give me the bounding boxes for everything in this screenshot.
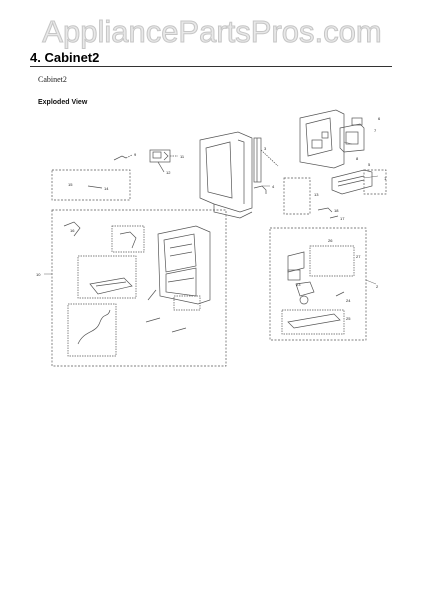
part-duct-assembly	[331, 169, 373, 195]
callout-16: 16	[70, 228, 75, 233]
part-module	[287, 269, 301, 281]
part-shelf-tray	[89, 277, 133, 295]
part-clip-top-left	[113, 154, 133, 161]
part-fan	[299, 295, 309, 305]
callout-4: 4	[272, 184, 275, 189]
callout-12: 12	[166, 170, 171, 175]
part-small-clip-17	[329, 215, 339, 219]
part-rod-a	[147, 289, 157, 301]
part-sensor-bracket	[119, 231, 137, 249]
part-rod-c	[171, 327, 187, 333]
callout-7: 7	[374, 128, 377, 133]
group-box-1	[363, 169, 387, 195]
group-box-25	[281, 309, 345, 335]
part-rear-panel	[299, 109, 345, 169]
part-fan-cover	[287, 251, 305, 273]
callout-11: 11	[180, 154, 185, 159]
callout-23: 23	[296, 282, 301, 287]
callout-18: 18	[334, 208, 339, 213]
section-subtitle: Cabinet2	[38, 75, 67, 84]
part-drain	[335, 291, 345, 297]
callout-labels: 1 2 3 4 5 6 7 8 9 10 11 12 13 14 15 16 1…	[36, 116, 387, 321]
part-base-plate	[287, 313, 341, 329]
group-box-164b	[173, 295, 201, 311]
part-refrigerant-line	[77, 309, 111, 345]
callout-14: 14	[104, 186, 109, 191]
part-bracket-4	[253, 185, 267, 194]
callout-8: 8	[356, 156, 359, 161]
part-upper-hinge	[149, 149, 178, 173]
group-box-164	[111, 225, 145, 253]
callout-9: 9	[134, 152, 137, 157]
callout-24: 24	[346, 298, 351, 303]
group-box-shelf	[77, 255, 137, 299]
callout-26: 26	[328, 238, 333, 243]
part-motor	[295, 281, 315, 297]
callout-10: 10	[36, 272, 41, 277]
group-box-16	[51, 209, 227, 367]
watermark: AppliancePartsPros.com	[0, 0, 424, 52]
group-box-14-15	[51, 169, 131, 201]
part-control-board	[339, 117, 365, 153]
callout-2: 2	[376, 284, 379, 289]
part-vertical-tube	[253, 137, 279, 183]
part-inner-liner	[157, 225, 211, 305]
callout-25: 25	[346, 316, 351, 321]
part-rod-b	[145, 317, 161, 323]
group-box-2	[269, 227, 367, 341]
watermark-text: AppliancePartsPros.com	[42, 14, 381, 49]
section-title: 4. Cabinet2	[30, 50, 100, 65]
callout-5: 5	[368, 162, 371, 167]
section-divider	[30, 66, 392, 67]
callout-15: 15	[68, 182, 73, 187]
exploded-view-heading: Exploded View	[38, 99, 88, 106]
group-box-pipe	[67, 303, 117, 357]
callout-3: 3	[264, 146, 267, 151]
callout-27: 27	[356, 254, 361, 259]
callout-17: 17	[340, 216, 345, 221]
group-box-27	[309, 245, 355, 277]
callout-6: 6	[378, 116, 381, 121]
part-cabinet-side-panels	[199, 131, 253, 219]
part-hinge-pin	[87, 185, 103, 189]
part-small-clip-18	[317, 207, 333, 213]
callout-13: 13	[314, 192, 319, 197]
group-box-13	[283, 177, 311, 215]
part-wire-harness	[63, 221, 81, 237]
callout-1: 1	[384, 176, 387, 181]
